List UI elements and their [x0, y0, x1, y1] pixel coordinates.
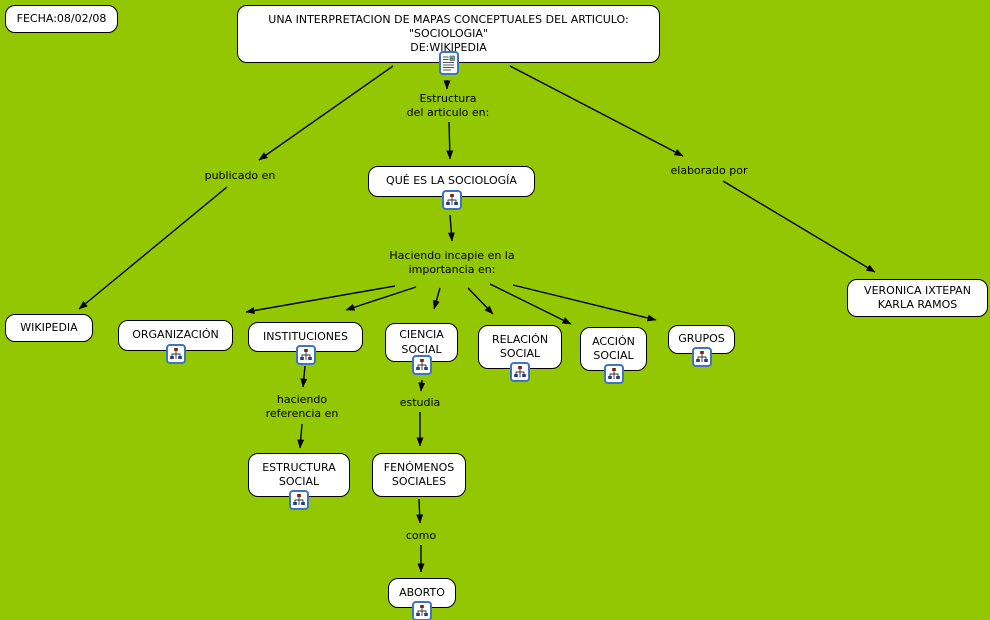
concept-node-grupos[interactable]: GRUPOS — [668, 325, 735, 367]
concept-node-ciencia-social[interactable]: CIENCIA SOCIAL — [385, 323, 458, 375]
date-box[interactable]: FECHA:08/02/08 — [5, 5, 118, 33]
concept-node-relacion-social[interactable]: RELACIÓN SOCIAL — [478, 325, 562, 382]
concept-map-resource-icon[interactable] — [510, 362, 530, 382]
document-glyph — [443, 55, 455, 70]
node-text: CIENCIA SOCIAL — [399, 328, 444, 356]
connector — [416, 498, 424, 524]
node-text: ESTRUCTURA SOCIAL — [262, 460, 336, 488]
node-text: GRUPOS — [678, 332, 725, 346]
linking-phrase-estudia[interactable]: estudia — [399, 396, 441, 409]
node-text: QUÉ ES LA SOCIOLOGÍA — [386, 174, 517, 188]
concept-map-resource-icon[interactable] — [412, 601, 432, 620]
node-text: ORGANIZACIÓN — [132, 328, 219, 342]
concept-map-resource-icon[interactable] — [441, 190, 462, 210]
concept-map-glyph — [514, 366, 526, 377]
connector — [489, 283, 572, 325]
node-text: RELACIÓN SOCIAL — [491, 332, 549, 360]
concept-node-aborto[interactable]: ABORTO — [388, 578, 456, 620]
concept-map-resource-icon[interactable] — [289, 490, 309, 510]
concept-map-resource-icon[interactable] — [295, 345, 316, 365]
concept-node-autores[interactable]: VERONICA IXTEPAN KARLA RAMOS — [847, 279, 988, 317]
node-text: UNA INTERPRETACION DE MAPAS CONCEPTUALES… — [268, 12, 629, 55]
node-text: VERONICA IXTEPAN KARLA RAMOS — [864, 283, 971, 311]
linking-phrase-como[interactable]: como — [405, 529, 437, 542]
concept-node-que-es-la-sociologia[interactable]: QUÉ ES LA SOCIOLOGÍA — [368, 166, 535, 210]
connector — [258, 65, 394, 161]
node-text: FENÓMENOS SOCIALES — [383, 460, 455, 488]
concept-map-glyph — [299, 349, 312, 360]
linking-phrase-elaborado-por[interactable]: elaborado por — [670, 164, 748, 177]
concept-node-accion-social[interactable]: ACCIÓN SOCIAL — [580, 327, 647, 384]
concept-node-wikipedia[interactable]: WIKIPEDIA — [5, 314, 93, 342]
connector — [297, 423, 305, 449]
date-text: FECHA:08/02/08 — [16, 11, 107, 25]
linking-phrase-incapie[interactable]: Haciendo incapie en la importancia en: — [389, 249, 515, 276]
connector — [447, 214, 455, 242]
concept-node-fenomenos-sociales[interactable]: FENÓMENOS SOCIALES — [372, 453, 466, 497]
linking-phrase-referencia[interactable]: haciendo referencia en — [265, 393, 339, 420]
node-text: ABORTO — [399, 585, 445, 599]
concept-map-glyph — [293, 494, 305, 505]
concept-map-glyph — [415, 359, 428, 370]
concept-map-resource-icon[interactable] — [165, 344, 186, 364]
connector — [512, 284, 657, 322]
concept-node-instituciones[interactable]: INSTITUCIONES — [248, 322, 363, 365]
concept-map-glyph — [169, 348, 182, 359]
node-text: ACCIÓN SOCIAL — [592, 334, 635, 362]
connector — [467, 287, 494, 315]
linking-phrase-estructura-articulo[interactable]: Estructura del articulo en: — [406, 92, 490, 119]
node-text: WIKIPEDIA — [20, 320, 78, 334]
document-resource-icon[interactable] — [438, 51, 459, 75]
concept-map-glyph — [695, 351, 708, 362]
concept-map-resource-icon[interactable] — [603, 364, 624, 384]
concept-map-resource-icon[interactable] — [691, 347, 712, 367]
connector — [432, 287, 441, 310]
connector — [509, 65, 684, 157]
node-text: INSTITUCIONES — [263, 329, 348, 343]
concept-map-glyph — [607, 368, 620, 379]
connector — [345, 286, 417, 311]
connector — [722, 180, 876, 273]
concept-map-glyph — [416, 605, 428, 616]
concept-map-resource-icon[interactable] — [411, 355, 432, 375]
connector — [300, 365, 308, 388]
linking-phrase-publicado-en[interactable]: publicado en — [204, 169, 276, 182]
connector — [418, 379, 426, 392]
connector — [78, 186, 228, 310]
connector — [446, 121, 454, 160]
concept-map-glyph — [445, 194, 458, 205]
concept-node-title[interactable]: UNA INTERPRETACION DE MAPAS CONCEPTUALES… — [237, 5, 660, 75]
concept-node-organizacion[interactable]: ORGANIZACIÓN — [118, 320, 233, 364]
connector — [245, 285, 396, 314]
concept-node-estructura-social[interactable]: ESTRUCTURA SOCIAL — [248, 453, 350, 510]
